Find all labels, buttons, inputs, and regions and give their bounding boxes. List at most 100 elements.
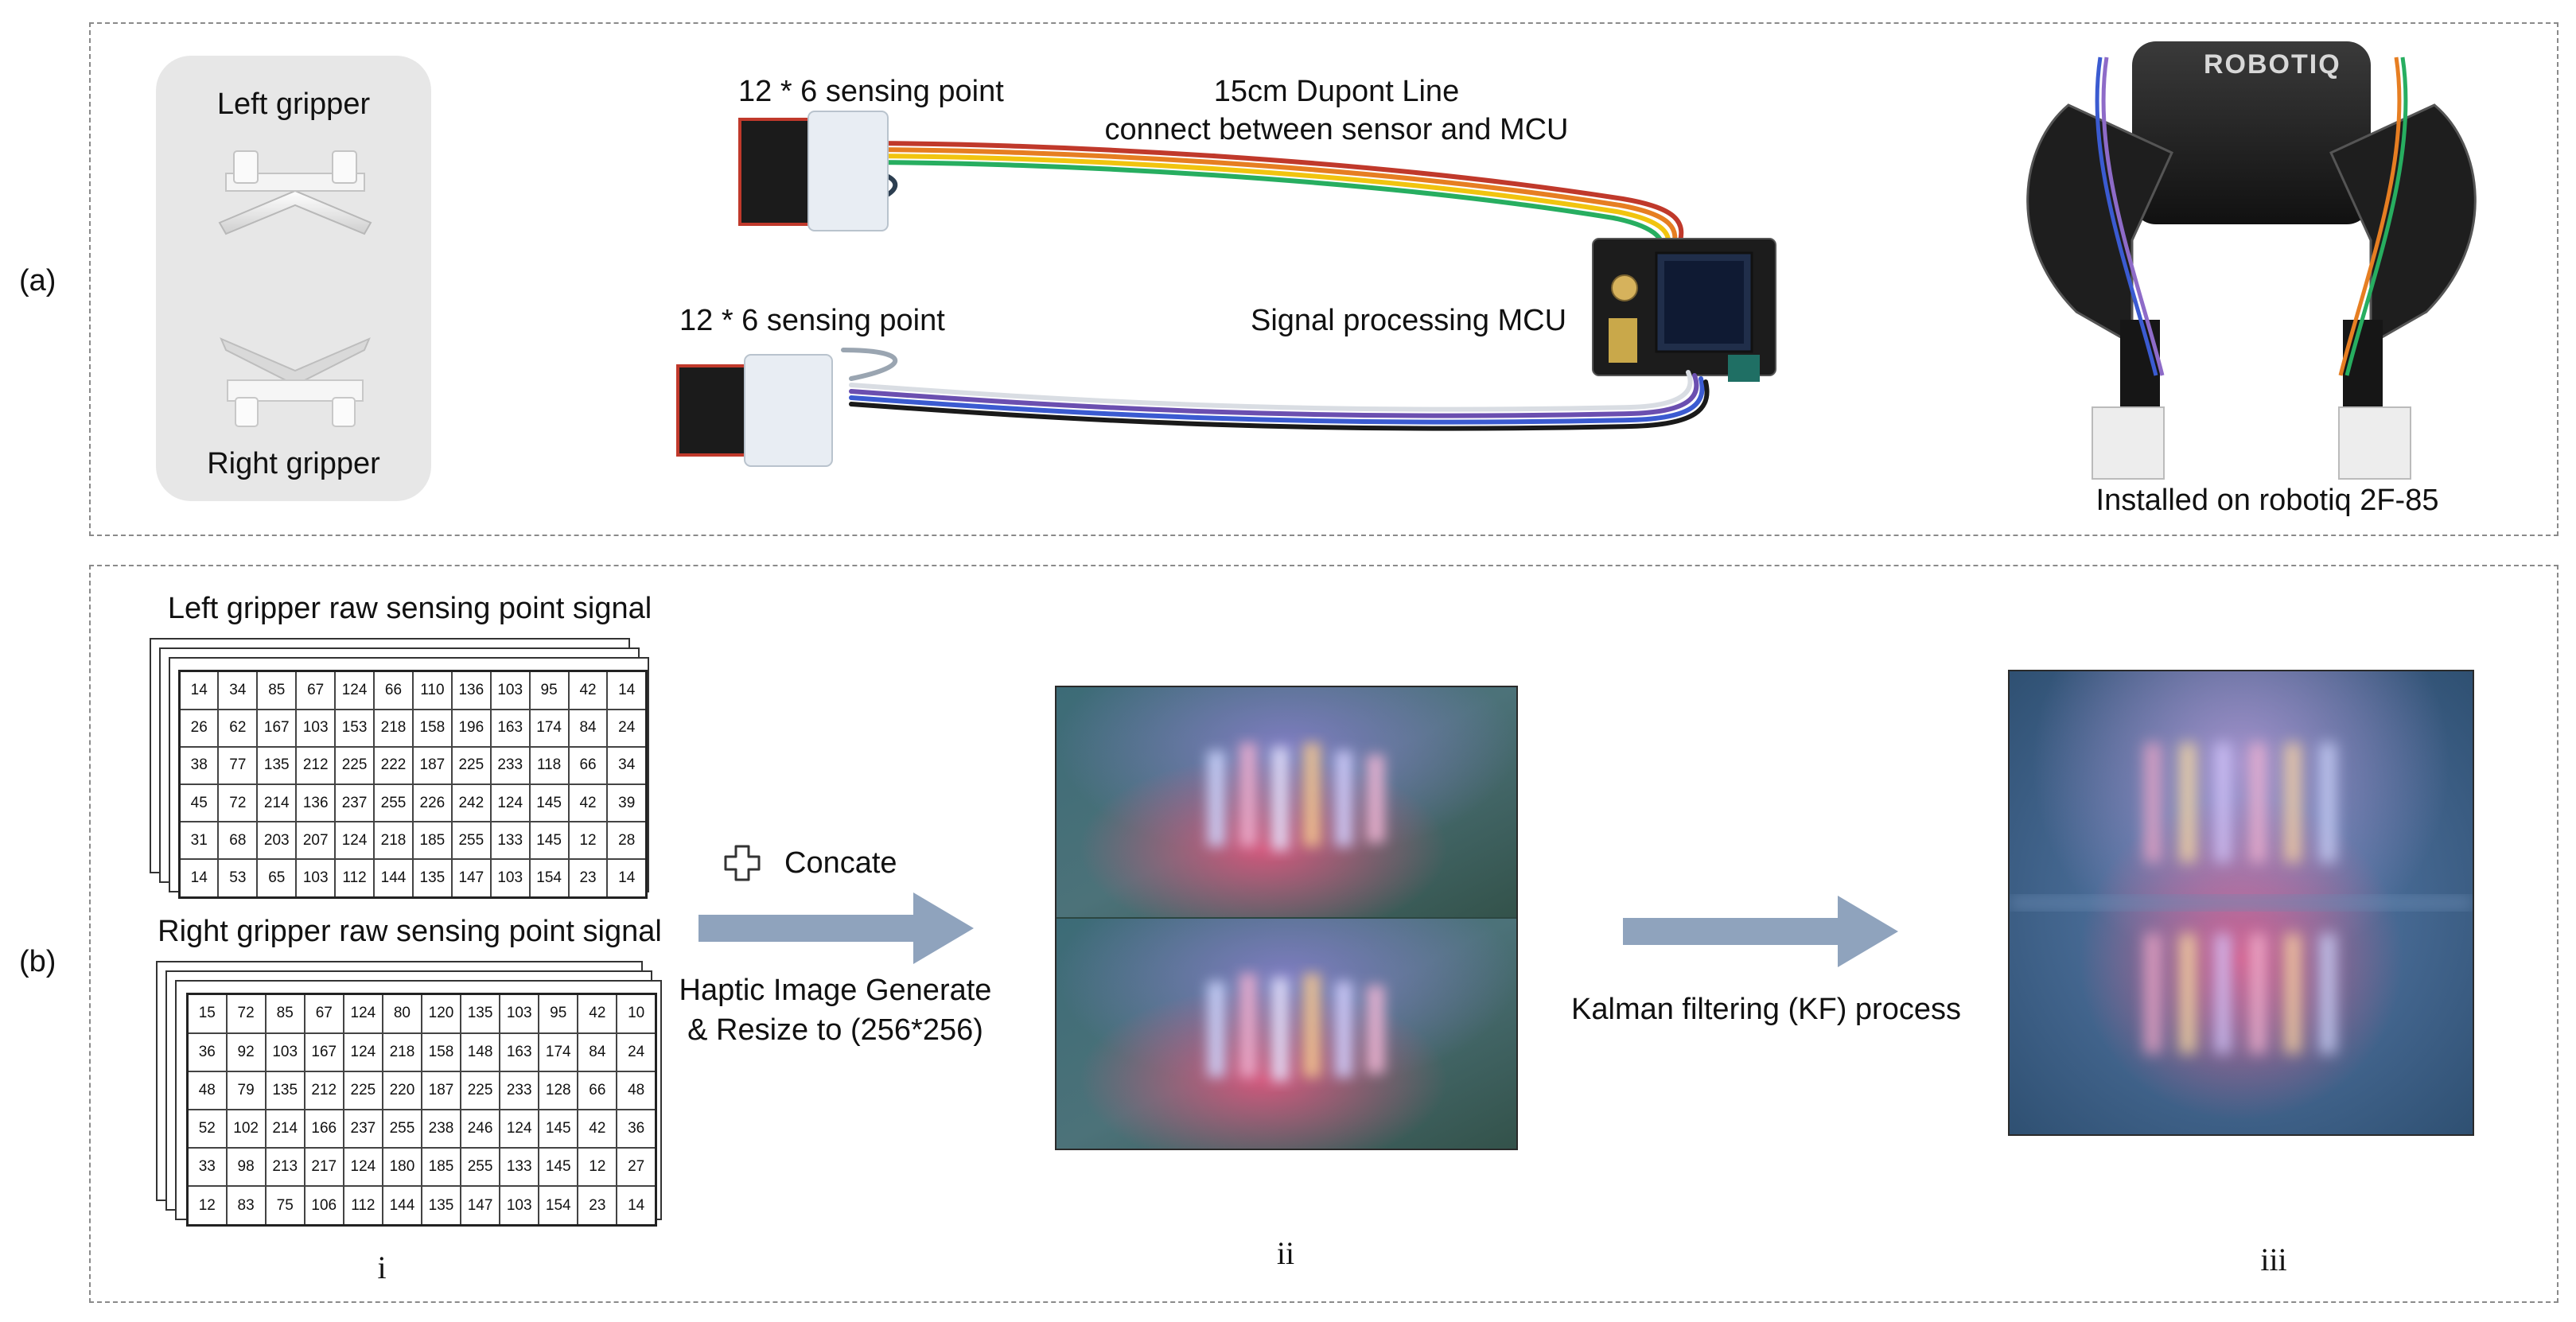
table-cell: 233 [489, 745, 531, 785]
table-cell: 135 [411, 858, 453, 899]
table-cell: 42 [577, 993, 618, 1034]
table-cell: 135 [420, 1185, 462, 1227]
table-cell: 72 [225, 993, 267, 1034]
table-cell: 85 [256, 670, 298, 710]
table-cell: 42 [567, 670, 609, 710]
table-cell: 67 [295, 670, 337, 710]
table-cell: 98 [225, 1147, 267, 1188]
table-cell: 233 [499, 1070, 540, 1110]
sensor-bottom-label: 12 * 6 sensing point [679, 304, 945, 337]
table-cell: 135 [264, 1070, 305, 1110]
table-cell: 39 [606, 783, 648, 823]
robot-brand-logo: ROBOTIQ [2204, 49, 2341, 80]
table-cell: 15 [186, 993, 228, 1034]
table-cell: 133 [489, 821, 531, 861]
table-cell: 14 [606, 670, 648, 710]
table-cell: 255 [373, 783, 414, 823]
table-cell: 136 [450, 670, 492, 710]
table-cell: 24 [616, 1032, 657, 1072]
left-gripper-part-image [218, 150, 372, 235]
table-cell: 102 [225, 1108, 267, 1149]
table-cell: 203 [256, 821, 298, 861]
table-cell: 196 [450, 708, 492, 748]
table-cell: 225 [460, 1070, 501, 1110]
table-cell: 48 [616, 1070, 657, 1110]
stage-i-label: i [377, 1250, 387, 1285]
table-cell: 103 [264, 1032, 305, 1072]
table-cell: 167 [303, 1032, 344, 1072]
generate-arrow [698, 892, 974, 964]
table-cell: 124 [342, 1032, 383, 1072]
stage-ii-label: ii [1276, 1235, 1295, 1271]
panel-a-frame [89, 22, 2558, 536]
table-cell: 103 [295, 708, 337, 748]
haptic-generate-label-2: & Resize to (256*256) [687, 1013, 983, 1047]
table-cell: 66 [567, 745, 609, 785]
table-cell: 27 [616, 1147, 657, 1188]
table-cell: 226 [411, 783, 453, 823]
table-cell: 154 [538, 1185, 579, 1227]
haptic-image-filtered [2008, 670, 2474, 1136]
table-cell: 10 [616, 993, 657, 1034]
table-cell: 222 [373, 745, 414, 785]
table-cell: 145 [528, 821, 570, 861]
table-cell: 147 [450, 858, 492, 899]
table-cell: 214 [256, 783, 298, 823]
table-cell: 33 [186, 1147, 228, 1188]
table-cell: 135 [460, 993, 501, 1034]
table-cell: 112 [342, 1185, 383, 1227]
table-cell: 158 [420, 1032, 462, 1072]
table-cell: 106 [303, 1185, 344, 1227]
table-cell: 36 [186, 1032, 228, 1072]
table-cell: 12 [567, 821, 609, 861]
table-cell: 187 [411, 745, 453, 785]
table-cell: 185 [411, 821, 453, 861]
robotiq-gripper-photo [2026, 41, 2477, 480]
kf-process-label: Kalman filtering (KF) process [1571, 993, 1961, 1026]
table-cell: 214 [264, 1108, 305, 1149]
stage-iii-label: iii [2260, 1242, 2287, 1277]
right-gripper-label: Right gripper [207, 447, 380, 480]
table-cell: 166 [303, 1108, 344, 1149]
table-cell: 23 [577, 1185, 618, 1227]
table-cell: 124 [334, 821, 376, 861]
table-cell: 124 [334, 670, 376, 710]
table-cell: 237 [334, 783, 376, 823]
table-cell: 180 [381, 1147, 422, 1188]
table-cell: 84 [577, 1032, 618, 1072]
table-cell: 145 [528, 783, 570, 823]
table-cell: 31 [178, 821, 220, 861]
table-cell: 36 [616, 1108, 657, 1149]
panel-b-label: (b) [19, 945, 56, 978]
table-cell: 14 [178, 858, 220, 899]
table-cell: 67 [303, 993, 344, 1034]
table-cell: 174 [528, 708, 570, 748]
table-cell: 120 [420, 993, 462, 1034]
table-cell: 110 [411, 670, 453, 710]
table-cell: 220 [381, 1070, 422, 1110]
table-cell: 42 [577, 1108, 618, 1149]
table-cell: 185 [420, 1147, 462, 1188]
table-cell: 95 [538, 993, 579, 1034]
table-cell: 255 [460, 1147, 501, 1188]
table-cell: 38 [178, 745, 220, 785]
table-cell: 92 [225, 1032, 267, 1072]
haptic-generate-label-1: Haptic Image Generate [679, 974, 992, 1007]
table-cell: 84 [567, 708, 609, 748]
table-cell: 53 [217, 858, 259, 899]
table-cell: 14 [616, 1185, 657, 1227]
table-cell: 103 [499, 993, 540, 1034]
right-gripper-part-image [220, 337, 371, 427]
table-cell: 118 [528, 745, 570, 785]
sensor-cable-photo [676, 111, 1776, 467]
